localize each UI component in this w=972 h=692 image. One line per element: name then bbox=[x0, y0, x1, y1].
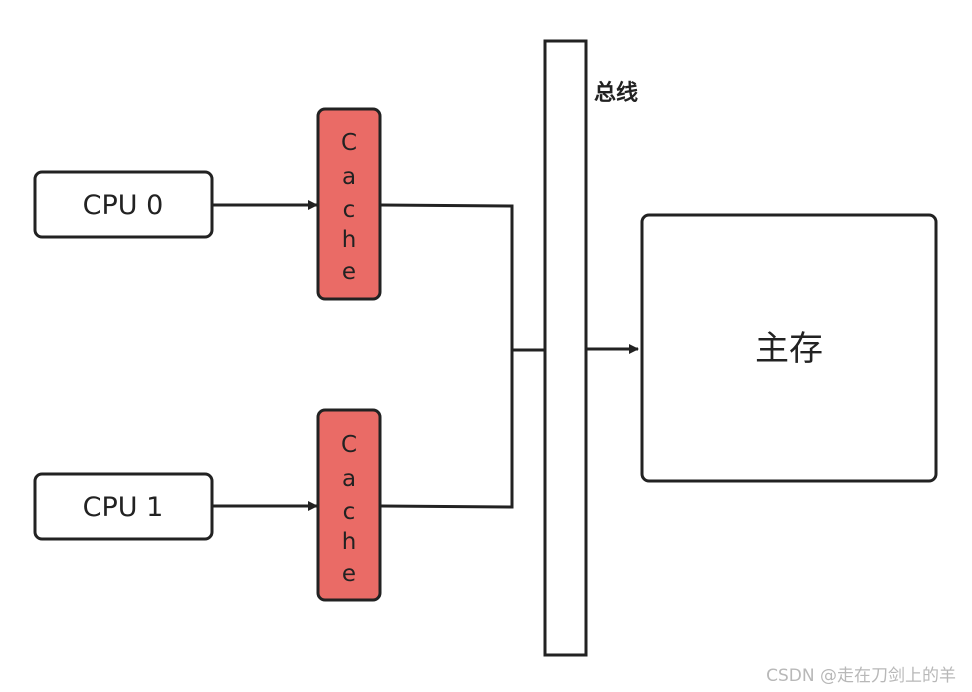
main-memory-label: 主存 bbox=[755, 329, 823, 369]
cache0-letter: C bbox=[341, 130, 357, 156]
cache0-letter: a bbox=[342, 164, 356, 190]
main-memory-box bbox=[640, 213, 938, 483]
cache0-to-bus-connector bbox=[379, 203, 545, 352]
cache1-letter: a bbox=[342, 466, 356, 492]
cache1-letter: C bbox=[341, 432, 357, 458]
cache1-letter: e bbox=[342, 561, 356, 587]
cpu0-box bbox=[33, 170, 214, 239]
bus-bar bbox=[543, 39, 588, 657]
cache1-to-bus-connector bbox=[379, 350, 514, 509]
cache1-letter: h bbox=[342, 529, 357, 555]
cache1-letter: c bbox=[343, 499, 356, 525]
cpu0-label: CPU 0 bbox=[83, 190, 164, 221]
cpu1-label: CPU 1 bbox=[83, 492, 164, 523]
watermark: CSDN @走在刀剑上的羊 bbox=[766, 666, 956, 686]
cache1-box bbox=[316, 408, 382, 602]
bus-label: 总线 bbox=[594, 80, 638, 106]
cache0-letter: c bbox=[343, 197, 356, 223]
cache0-box bbox=[316, 107, 382, 301]
cpu1-box bbox=[33, 472, 214, 541]
cache0-letter: h bbox=[342, 227, 357, 253]
cache0-letter: e bbox=[342, 259, 356, 285]
